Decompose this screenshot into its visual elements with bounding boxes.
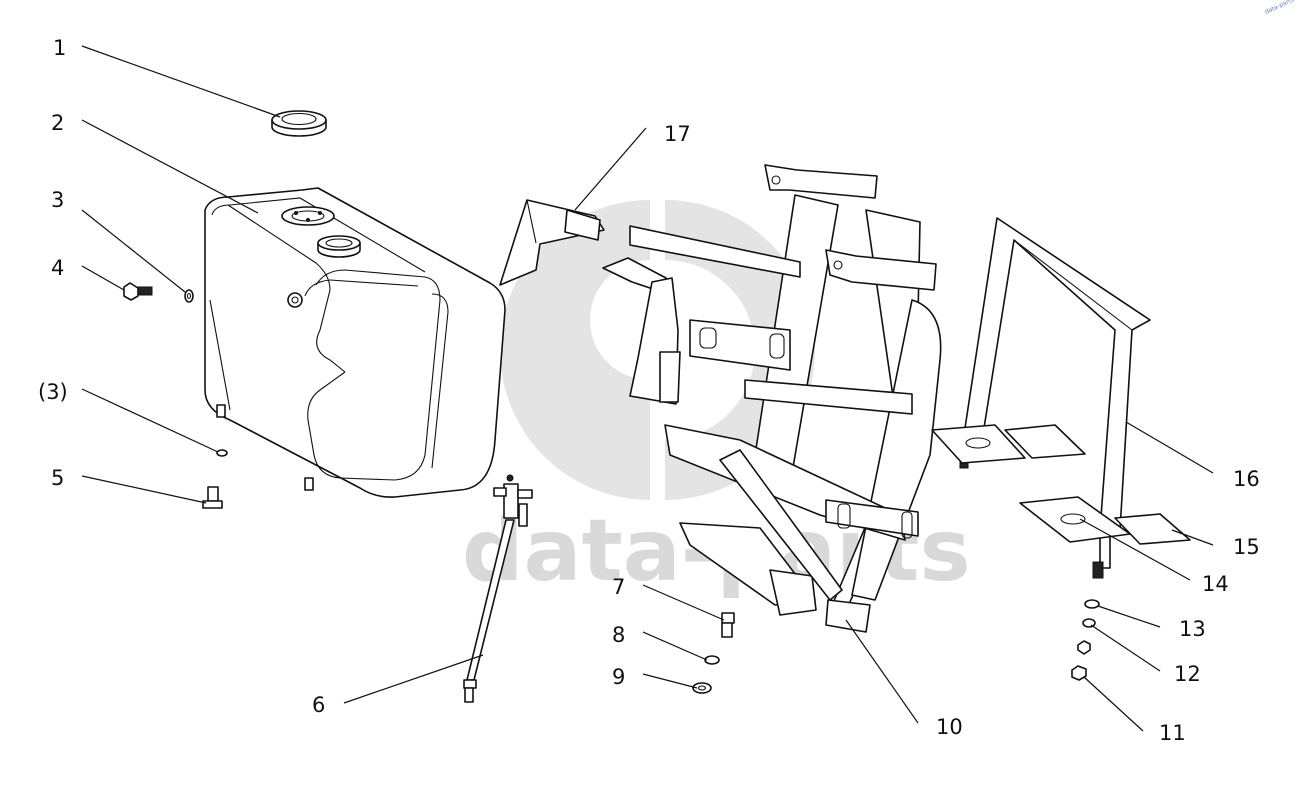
callout-15: 15 xyxy=(1233,535,1260,559)
leader-15 xyxy=(1171,529,1214,546)
leader-10 xyxy=(845,619,919,724)
part-7-bolt xyxy=(721,612,735,638)
callout-14: 14 xyxy=(1202,572,1229,596)
part-8-lock-washer xyxy=(704,655,720,665)
leader-2 xyxy=(81,119,259,214)
callout-10: 10 xyxy=(936,715,963,739)
watermark-logo xyxy=(500,200,650,500)
callout-3b: (3) xyxy=(38,380,68,404)
callout-16: 16 xyxy=(1233,467,1260,491)
part-9-washer xyxy=(692,682,712,694)
callout-4: 4 xyxy=(51,256,64,280)
leader-17 xyxy=(574,127,647,211)
leader-1 xyxy=(81,45,281,118)
part-3-washer xyxy=(184,289,194,303)
callout-5: 5 xyxy=(51,466,64,490)
callout-12: 12 xyxy=(1174,662,1201,686)
leader-11 xyxy=(1083,676,1144,732)
leader-7 xyxy=(642,584,725,621)
leader-8 xyxy=(642,631,708,661)
part-13-washer xyxy=(1084,599,1100,609)
leader-6 xyxy=(343,654,484,704)
leader-13 xyxy=(1097,605,1161,628)
part-10-mounting-frame xyxy=(629,164,942,633)
leader-4 xyxy=(81,265,125,291)
leader-16 xyxy=(1125,421,1214,474)
callout-17: 17 xyxy=(664,122,691,146)
callout-1: 1 xyxy=(53,36,66,60)
leader-lines xyxy=(81,45,1214,732)
callout-labels: 1 2 3 4 (3) 5 6 7 8 9 10 11 12 13 14 15 … xyxy=(38,36,1260,745)
callout-8: 8 xyxy=(612,623,625,647)
leader-3b xyxy=(81,388,219,453)
part-11-nut xyxy=(1071,665,1087,681)
leader-12 xyxy=(1090,624,1161,672)
part-15-pad xyxy=(1004,424,1191,545)
part-6-fuel-pickup xyxy=(463,474,533,703)
leader-9 xyxy=(642,673,698,689)
callout-7: 7 xyxy=(612,575,625,599)
leader-14 xyxy=(1079,518,1191,581)
callout-3: 3 xyxy=(51,188,64,212)
callout-2: 2 xyxy=(51,111,64,135)
part-17-heat-shield xyxy=(499,199,681,405)
corner-watermark-text: data-parts xyxy=(1264,0,1295,16)
callout-6: 6 xyxy=(312,693,325,717)
callout-13: 13 xyxy=(1179,617,1206,641)
part-3b-washer xyxy=(216,449,228,457)
part-14-pad xyxy=(931,424,1131,543)
callout-9: 9 xyxy=(612,665,625,689)
part-2-fuel-tank xyxy=(204,187,506,498)
part-4-bolt xyxy=(123,282,153,301)
leader-3 xyxy=(81,209,186,293)
leader-5 xyxy=(81,475,207,504)
callout-11: 11 xyxy=(1159,721,1186,745)
part-1-filler-cap xyxy=(271,110,327,137)
part-12-washer xyxy=(1077,618,1096,655)
part-5-drain-plug xyxy=(202,486,223,509)
